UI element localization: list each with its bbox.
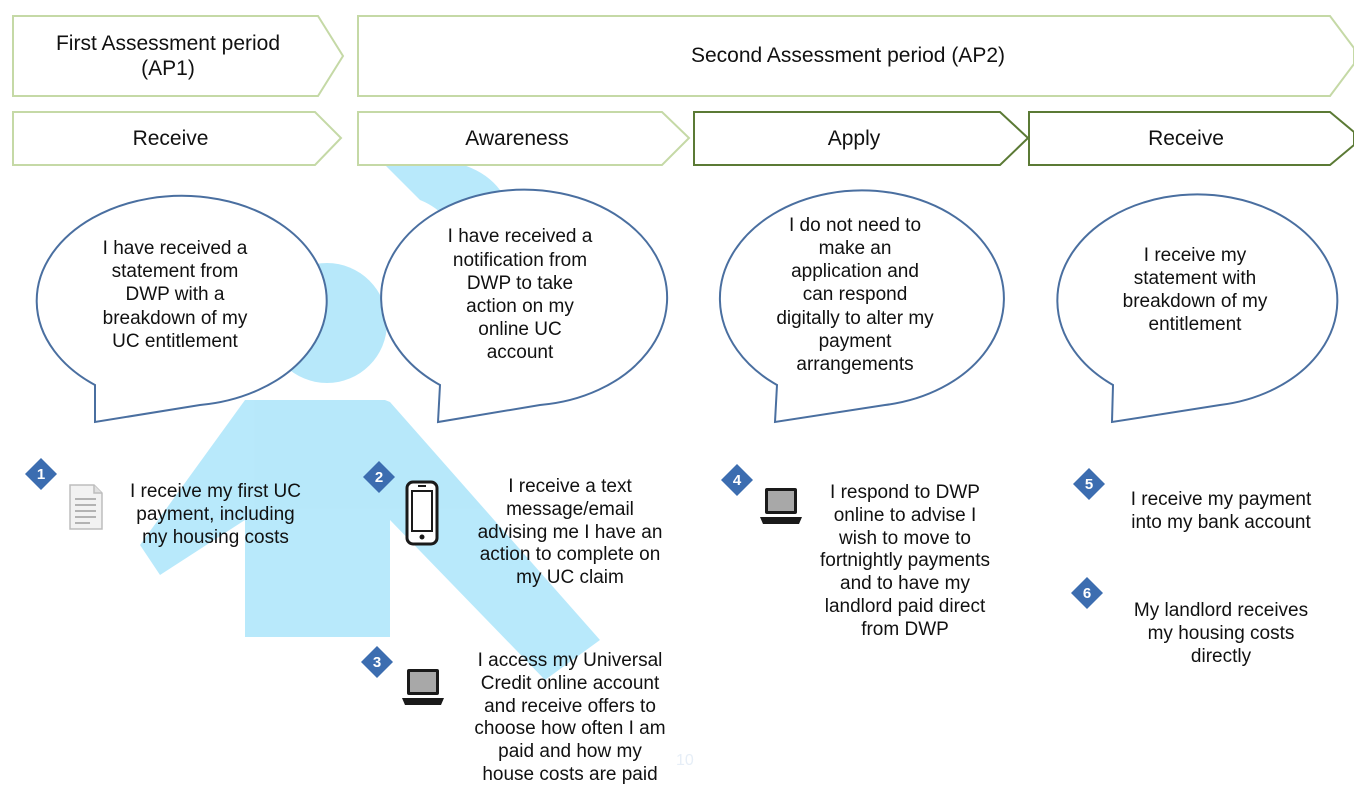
step-2-text: I receive a text message/email advising … xyxy=(477,476,663,589)
speech-bubble-1 xyxy=(35,194,328,424)
phase-awareness-label: Awareness xyxy=(465,126,569,150)
phase-apply-chevron xyxy=(693,111,1030,166)
document-icon xyxy=(69,484,103,530)
speech-bubble-2 xyxy=(380,188,669,424)
bubble-text-1: I have received a statement from DWP wit… xyxy=(102,238,248,352)
speech-bubble-4 xyxy=(1056,193,1339,424)
step-6-badge: 6 xyxy=(1070,576,1104,610)
phase-receive-label: Receive xyxy=(132,126,209,150)
ap2-label: Second Assessment period (AP2) xyxy=(691,44,1005,68)
phase-apply-label: Apply xyxy=(827,126,881,150)
speech-bubble-3 xyxy=(718,189,1005,424)
phase-receive2-label: Receive xyxy=(1148,126,1224,150)
step-2-badge: 2 xyxy=(362,460,396,494)
ap1-label: First Assessment period (AP1) xyxy=(55,31,281,80)
ap2-chevron xyxy=(357,15,1354,97)
step-5-badge: 5 xyxy=(1072,467,1106,501)
bubble-text-2: I have received a notification from DWP … xyxy=(447,226,593,364)
page-number: 10 xyxy=(676,752,694,769)
step-6-text: My landlord receives my housing costs di… xyxy=(1133,600,1309,667)
step-1-text: I receive my first UC payment, including… xyxy=(129,481,302,548)
laptop-icon xyxy=(760,488,802,524)
phase-awareness-chevron xyxy=(357,111,691,166)
step-1-badge: 1 xyxy=(24,457,58,491)
step-5-text: I receive my payment into my bank accoun… xyxy=(1130,489,1312,533)
step-3-badge: 3 xyxy=(360,645,394,679)
ap1-chevron xyxy=(12,15,345,97)
phase-receive2-chevron xyxy=(1028,111,1354,166)
mobile-phone-icon xyxy=(405,480,439,546)
phase-receive-chevron xyxy=(12,111,343,166)
laptop-icon xyxy=(402,669,444,705)
step-4-badge: 4 xyxy=(720,463,754,497)
step-3-text: I access my Universal Credit online acco… xyxy=(474,650,666,785)
bubble-text-4: I receive my statement with breakdown of… xyxy=(1122,244,1268,336)
bubble-text-3: I do not need to make an application and… xyxy=(776,214,934,375)
step-4-text: I respond to DWP online to advise I wish… xyxy=(819,482,991,640)
